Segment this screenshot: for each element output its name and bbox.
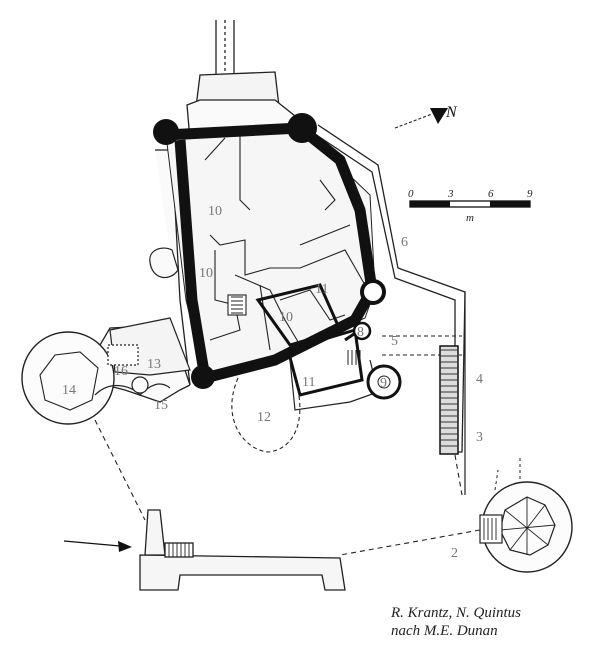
room-label: 15 (154, 398, 168, 413)
scale-tick-6: 6 (488, 188, 494, 200)
room-labels: 10 10 10 11 11 12 13 14 15 16 2 3 4 5 6 … (62, 204, 483, 561)
top-entrance-shaft (215, 20, 235, 75)
north-arrow-icon: N (394, 104, 458, 129)
room-label: 5 (391, 334, 398, 349)
scale-unit: m (466, 212, 474, 224)
western-building (107, 317, 191, 376)
interior-partitions (204, 135, 366, 351)
room-label: 10 (279, 310, 293, 325)
credit-line-2: nach M.E. Dunan (391, 623, 498, 639)
credit-caption: R. Krantz, N. Quintus nach M.E. Dunan (391, 604, 521, 640)
west-bastion (149, 247, 179, 279)
room-label: 6 (401, 235, 408, 250)
round-tower-9 (366, 364, 402, 400)
lower-gate-building (139, 509, 346, 591)
wall-towers (153, 113, 317, 389)
room-label: 11 (302, 375, 315, 390)
credit-line-1: R. Krantz, N. Quintus (391, 605, 522, 621)
small-tower-8 (352, 321, 372, 341)
spiral-passage-15 (94, 383, 171, 396)
corner-turret-east (360, 279, 386, 305)
room-label: 16 (114, 364, 128, 379)
stair-flight (347, 350, 361, 365)
room-label: 12 (257, 410, 271, 425)
scale-bar: 0 3 6 9 m (408, 188, 533, 224)
room-label: 3 (476, 430, 483, 445)
room-label: 11 (315, 282, 328, 297)
north-label: N (445, 104, 458, 121)
east-wall-section (439, 345, 459, 455)
scale-tick-0: 0 (408, 188, 414, 200)
room-label: 14 (62, 383, 76, 398)
room-label: 8 (357, 325, 364, 340)
scale-tick-9: 9 (527, 188, 533, 200)
scale-tick-3: 3 (447, 188, 454, 200)
room-label: 9 (380, 376, 387, 391)
room-label: 2 (451, 546, 458, 561)
main-curtain-wall (165, 122, 378, 384)
room-label: 13 (147, 357, 161, 372)
outer-gate-tower (464, 292, 573, 573)
stair-turret-15 (131, 376, 149, 394)
room-label: 10 (208, 204, 222, 219)
former-tower-12 (231, 377, 301, 453)
round-tower-14 (21, 331, 115, 425)
outer-enceinte-dashed (94, 419, 481, 556)
entrance-arrow (63, 540, 132, 552)
room-label: 4 (476, 372, 483, 387)
room-label: 10 (199, 266, 213, 281)
